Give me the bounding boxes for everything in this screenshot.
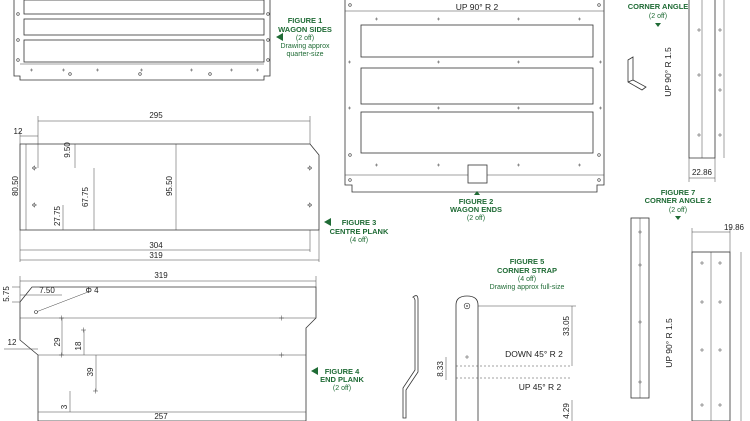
figure-4-pointer-arrow — [311, 367, 318, 375]
figure-6-qty: (2 off) — [649, 13, 667, 20]
figure-5-name: CORNER STRAP — [497, 266, 557, 275]
figure-2-name: WAGON ENDS — [450, 205, 502, 214]
figure-2-slot — [467, 164, 488, 184]
figure-1-title: FIGURE 1 — [288, 16, 323, 25]
figure-6-fold-note: UP 90° R 1.5 — [663, 47, 673, 97]
figure-3-dim-12: 12 — [14, 127, 23, 136]
figure-3-dim-9550: 95.50 — [165, 175, 174, 196]
figure-3-title: FIGURE 3 — [342, 218, 377, 227]
figure-6-angle-bracket — [627, 56, 647, 91]
figure-5-dim-429: 4.29 — [562, 403, 571, 419]
figure-5-corner-strap: FIGURE 5 CORNER STRAP (4 off) Drawing ap… — [402, 257, 576, 421]
figure-7-qty: (2 off) — [669, 207, 687, 214]
figure-5-side-profile — [402, 295, 419, 419]
figure-5-dim-3305: 33.05 — [562, 315, 571, 336]
figure-7-title: FIGURE 7 — [661, 188, 696, 197]
figure-1-qty: (2 off) — [296, 35, 314, 42]
figure-2-wagon-ends: UP 90° R 2 FIGURE 2 WAGON ENDS (2 off) — [344, 0, 605, 222]
figure-2-fold-note: UP 90° R 2 — [456, 2, 499, 12]
figure-4-name: END PLANK — [320, 375, 364, 384]
figure-3-qty: (4 off) — [350, 237, 368, 244]
figure-7-dim-width: 19.86 — [724, 223, 745, 232]
figure-3-dim-8050: 80.50 — [11, 175, 20, 196]
figure-7-name: CORNER ANGLE 2 — [645, 196, 712, 205]
figure-7-corner-angle-2: FIGURE 7 CORNER ANGLE 2 (2 off) 19.86 UP… — [630, 188, 745, 421]
figure-3-dim-950: 9.50 — [63, 142, 72, 158]
figure-4-dim-3: 3 — [60, 404, 69, 409]
figure-4-dim-12: 12 — [8, 338, 17, 347]
figure-4-dim-dia: Φ 4 — [85, 286, 99, 295]
figure-5-note: Drawing approx full-size — [490, 284, 565, 291]
figure-6-dim-width: 22.86 — [692, 168, 713, 177]
figure-1-note-2: quarter-size — [287, 51, 324, 58]
figure-5-fold-down: DOWN 45° R 2 — [505, 349, 563, 359]
figure-4-dim-39: 39 — [86, 367, 95, 376]
figure-3-centre-plank: 295 12 9.50 80.50 67.75 27.75 95.50 304 — [11, 111, 389, 262]
figure-1-note-1: Drawing approx — [280, 43, 330, 50]
figure-4-dim-319: 319 — [154, 271, 168, 280]
figure-4-title: FIGURE 4 — [325, 367, 360, 376]
figure-4-dim-575: 5.75 — [2, 286, 11, 302]
figure-5-dim-833: 8.33 — [436, 361, 445, 377]
figure-4-dim-29: 29 — [53, 337, 62, 346]
figure-3-dim-319: 319 — [149, 251, 163, 260]
figure-5-title: FIGURE 5 — [510, 257, 545, 266]
figure-2-qty: (2 off) — [467, 215, 485, 222]
figure-3-dim-6775: 67.75 — [81, 186, 90, 207]
figure-3-dim-295: 295 — [149, 111, 163, 120]
figure-5-fold-up: UP 45° R 2 — [519, 382, 562, 392]
figure-3-name: CENTRE PLANK — [330, 227, 389, 236]
figure-3-pointer-arrow — [324, 218, 331, 226]
figure-1-wagon-sides: FIGURE 1 WAGON SIDES (2 off) Drawing app… — [13, 0, 332, 81]
figure-4-dim-750: 7.50 — [39, 286, 55, 295]
figure-2-pointer-arrow — [474, 191, 480, 195]
figure-3-dim-304: 304 — [149, 241, 163, 250]
figure-4-qty: (2 off) — [333, 385, 351, 392]
figure-2-title: FIGURE 2 — [459, 197, 494, 206]
figure-6-name: CORNER ANGLE — [628, 2, 689, 11]
figure-1-pointer-arrow — [276, 33, 283, 41]
figure-7-fold-note: UP 90° R 1.5 — [664, 318, 674, 368]
figure-1-name: WAGON SIDES — [278, 25, 332, 34]
figure-4-dim-18: 18 — [74, 341, 83, 350]
figure-5-qty: (4 off) — [518, 276, 536, 283]
figure-7-pointer-arrow — [675, 216, 681, 220]
figure-3-dim-2775: 27.75 — [53, 205, 62, 226]
figure-4-end-plank: 319 5.75 7.50 Φ 4 12 29 18 39 3 257 FIGU… — [2, 271, 364, 421]
figure-4-dim-257: 257 — [154, 412, 168, 421]
figure-6-corner-angle: CORNER ANGLE (2 off) UP 90° R 1.5 22.86 — [627, 0, 725, 182]
figure-6-pointer-arrow — [655, 23, 661, 27]
